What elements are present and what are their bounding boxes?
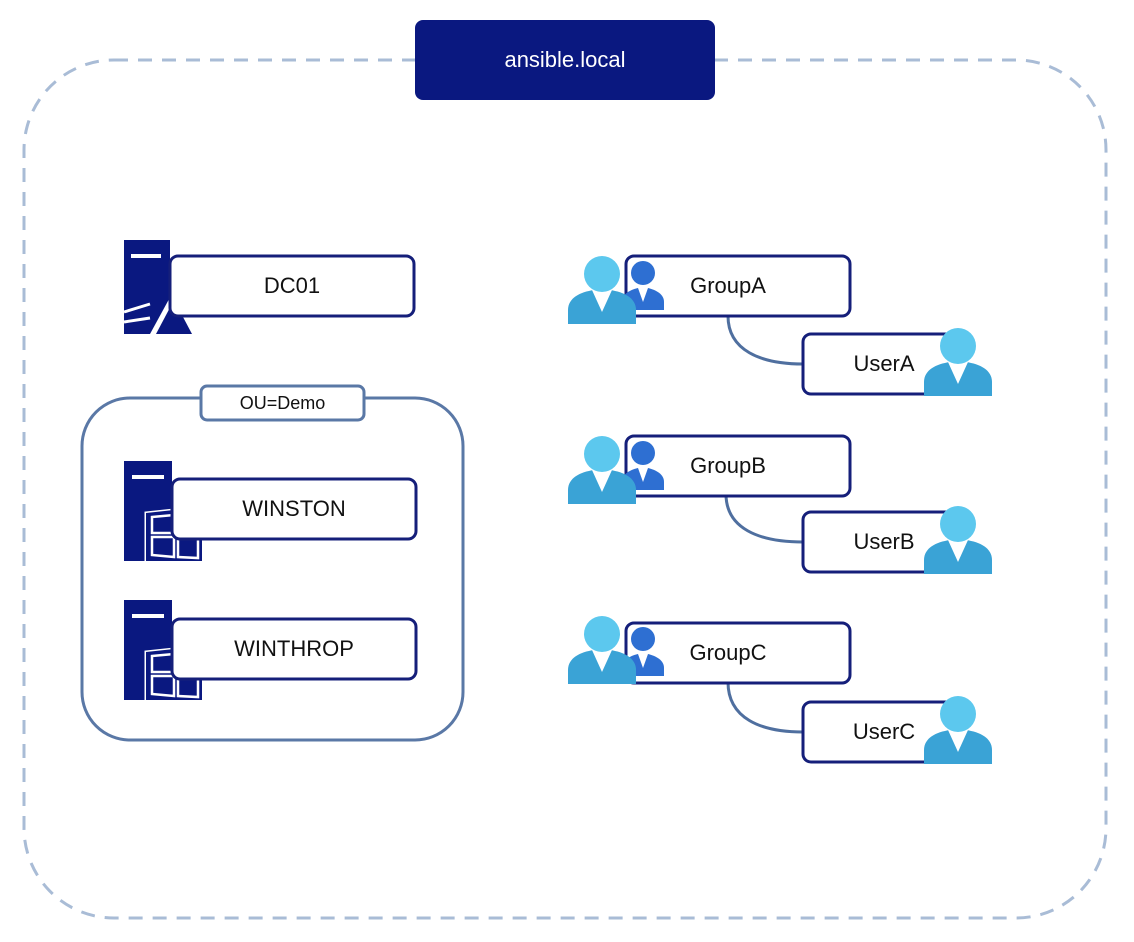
groupc-userc-connector [726,681,804,734]
groupc-box [624,621,852,685]
groupc-label: GroupC [689,640,767,665]
groupc-users-icon [568,616,664,684]
domain-boundary [22,58,1108,920]
groupa-label: GroupA [690,273,766,298]
groupa-box [624,254,852,318]
groupa-users-icon [568,256,664,324]
groupa-usera-connector [726,315,804,366]
userc-label: UserC [852,719,916,744]
ou-label-box [199,384,366,422]
winston-label: WINSTON [242,496,346,521]
domain-title: ansible.local [504,47,626,72]
dc01-label: DC01 [263,273,321,298]
ou-label: OU=Demo [239,392,326,413]
dc01-box [168,254,416,318]
usera-label: UserA [853,351,915,376]
groupb-users-icon [568,436,664,504]
userb-label: UserB [853,529,915,554]
winthrop-box [170,617,418,681]
dc01-server-icon [123,240,198,334]
winthrop-label: WINTHROP [234,636,354,661]
groupb-userb-connector [724,493,804,544]
winston-box [170,477,418,541]
groupb-box [624,434,852,498]
domain-title-box [415,20,715,100]
groupb-label: GroupB [690,453,766,478]
